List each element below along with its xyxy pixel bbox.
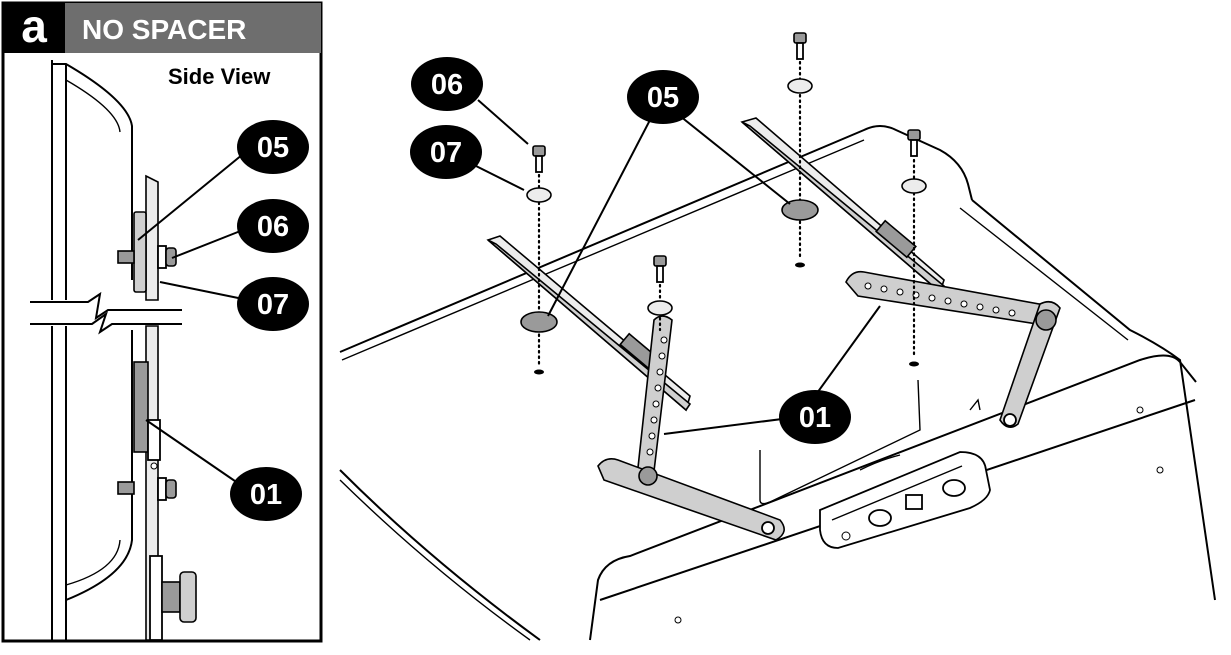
svg-text:07: 07 bbox=[257, 289, 289, 321]
svg-text:06: 06 bbox=[431, 69, 463, 101]
leader-07 bbox=[159, 281, 249, 301]
callout-main-07: 07 bbox=[410, 125, 482, 179]
callout-main-05: 05 bbox=[627, 70, 699, 124]
leader-main-01a bbox=[663, 417, 791, 435]
break-symbol bbox=[30, 291, 182, 335]
hardware-mid-set bbox=[647, 255, 673, 332]
arm-right-holes bbox=[864, 282, 1016, 317]
svg-text:07: 07 bbox=[430, 137, 462, 169]
leader-main-01b bbox=[811, 305, 881, 401]
svg-text:01: 01 bbox=[799, 402, 831, 434]
panel-letter-box bbox=[3, 3, 65, 53]
panel-title-box bbox=[65, 3, 321, 53]
tv-back-outline bbox=[339, 125, 1216, 641]
mount-bracket-side bbox=[117, 174, 197, 641]
svg-text:05: 05 bbox=[647, 82, 679, 114]
leader-01 bbox=[145, 419, 249, 491]
callout-main-01: 01 bbox=[779, 390, 851, 444]
hardware-right-set bbox=[901, 129, 927, 367]
leader-main-07 bbox=[475, 165, 525, 191]
svg-text:05: 05 bbox=[257, 132, 289, 164]
arm-right bbox=[845, 270, 1061, 428]
leader-05 bbox=[137, 149, 249, 241]
panel-letter: a bbox=[21, 0, 47, 52]
leader-main-05a bbox=[547, 119, 651, 317]
leader-main-06 bbox=[477, 99, 529, 145]
callout-main-06: 06 bbox=[411, 57, 483, 111]
hardware-top-set bbox=[781, 32, 819, 268]
screw-06 bbox=[532, 145, 546, 157]
tv-side-profile bbox=[51, 60, 133, 640]
svg-text:06: 06 bbox=[257, 211, 289, 243]
washer-07 bbox=[526, 187, 552, 203]
panel-title: NO SPACER bbox=[82, 14, 246, 45]
leader-main-05b bbox=[679, 115, 791, 205]
callout-side-06: 06 bbox=[237, 199, 309, 253]
side-view-label: Side View bbox=[168, 64, 271, 89]
spacer-washer-05 bbox=[520, 311, 558, 333]
leader-06 bbox=[171, 227, 249, 259]
arm-left bbox=[597, 315, 785, 541]
callout-side-05: 05 bbox=[237, 120, 309, 174]
callout-side-01: 01 bbox=[230, 467, 302, 521]
callout-side-07: 07 bbox=[237, 277, 309, 331]
arm-left-holes bbox=[646, 336, 668, 456]
side-view-panel: a NO SPACER Side View bbox=[1, 0, 323, 643]
svg-text:01: 01 bbox=[250, 479, 282, 511]
isometric-view: 06 07 05 01 bbox=[339, 32, 1216, 641]
hardware-left-set bbox=[520, 145, 558, 375]
